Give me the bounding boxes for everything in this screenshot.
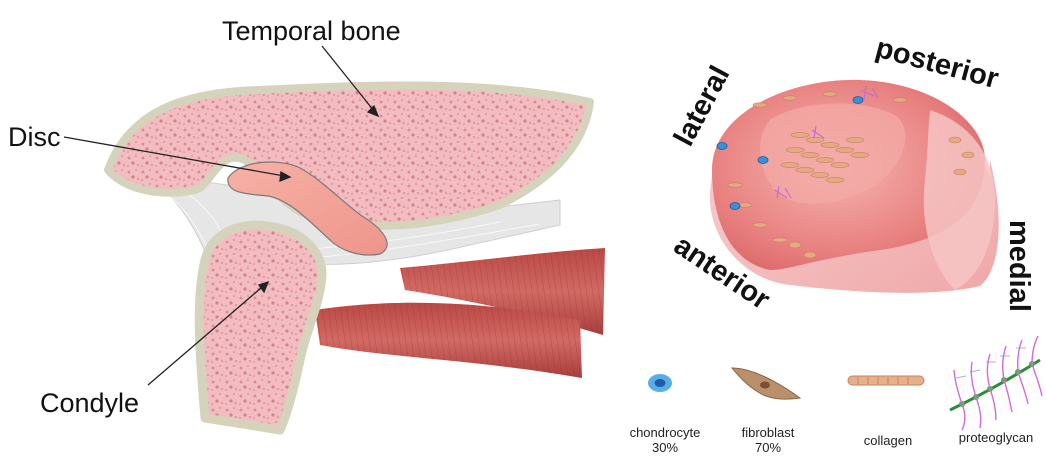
proteoglycan-icon <box>950 336 1042 430</box>
collagen-icon <box>848 376 924 385</box>
label-temporal-bone: Temporal bone <box>222 16 401 46</box>
disc-3d-model: lateral posterior anterior medial <box>668 32 1035 316</box>
legend-proteoglycan-name: proteoglycan <box>959 430 1033 445</box>
legend: chondrocyte 30% fibroblast 70% collagen <box>630 336 1042 455</box>
legend-fibroblast-percent: 70% <box>755 440 781 455</box>
legend-chondrocyte-percent: 30% <box>652 440 678 455</box>
condyle <box>199 225 322 430</box>
legend-chondrocyte-name: chondrocyte <box>630 425 701 440</box>
legend-collagen-name: collagen <box>864 433 912 448</box>
label-disc: Disc <box>8 122 61 152</box>
tmj-cross-section: Temporal bone Disc Condyle <box>8 16 605 430</box>
label-condyle: Condyle <box>40 388 139 418</box>
chondrocyte-icon <box>648 374 672 392</box>
fibroblast-icon <box>732 368 800 399</box>
label-medial: medial <box>1003 220 1035 312</box>
legend-fibroblast-name: fibroblast <box>742 425 795 440</box>
